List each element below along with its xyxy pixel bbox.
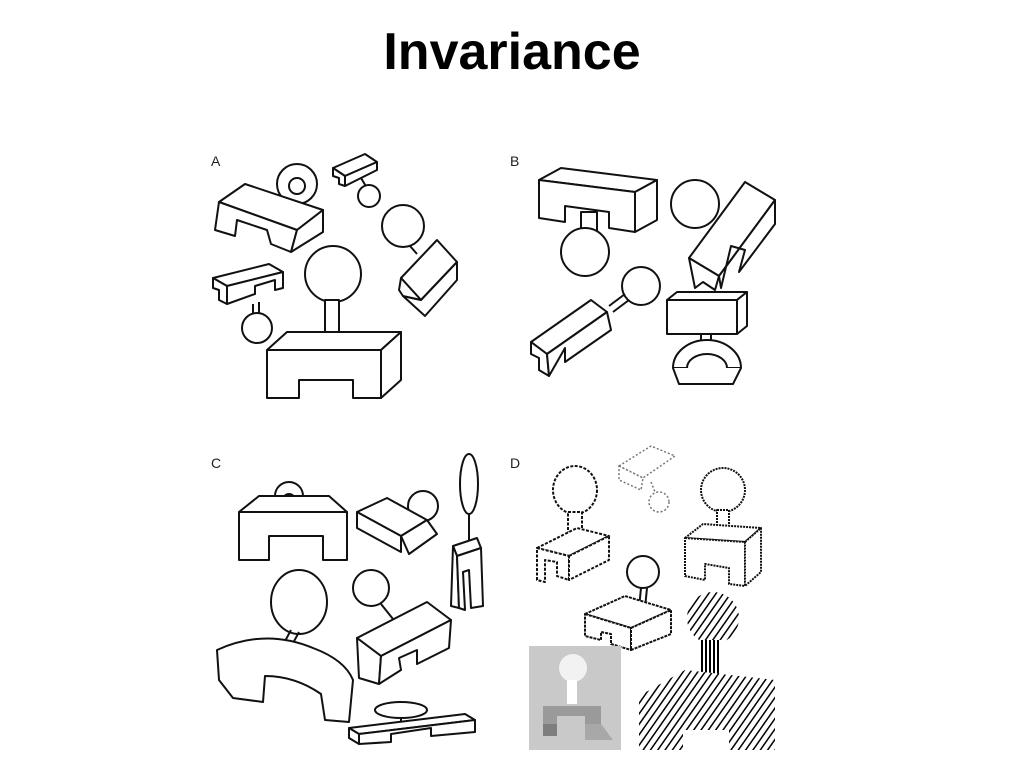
panel-c-label: C — [211, 455, 221, 471]
geon-object-b2 — [670, 179, 776, 291]
geon-object-c3 — [450, 453, 484, 611]
geon-object-c1 — [238, 481, 348, 561]
geon-object-b4 — [666, 291, 748, 385]
geon-object-c4 — [216, 569, 354, 723]
panel-a: A — [211, 153, 458, 399]
geon-object-c6 — [348, 701, 476, 745]
geon-object-d4 — [584, 555, 672, 651]
geon-object-b3 — [530, 266, 661, 377]
geon-object-d6 — [639, 592, 775, 750]
panel-b-label: B — [510, 153, 519, 169]
panel-d: D — [510, 445, 775, 750]
invariance-figure-svg: A — [211, 153, 776, 750]
geon-object-d1 — [536, 465, 610, 583]
geon-object-c2 — [356, 490, 439, 555]
geon-object-a1 — [214, 163, 324, 253]
geon-object-a5 — [266, 245, 402, 399]
panel-c: C — [211, 453, 484, 745]
invariance-figure: A — [205, 140, 785, 755]
geon-object-d3 — [684, 467, 762, 587]
panel-a-label: A — [211, 153, 221, 169]
panel-b: B — [510, 153, 776, 385]
geon-object-a3 — [381, 204, 458, 317]
geon-object-d5 — [529, 646, 621, 750]
panel-d-label: D — [510, 455, 520, 471]
geon-object-d2 — [618, 445, 676, 513]
slide-title: Invariance — [383, 23, 641, 81]
geon-object-a2 — [332, 153, 381, 208]
geon-object-c5 — [352, 569, 452, 685]
geon-object-b1 — [538, 167, 658, 277]
geon-object-a4 — [212, 263, 284, 344]
